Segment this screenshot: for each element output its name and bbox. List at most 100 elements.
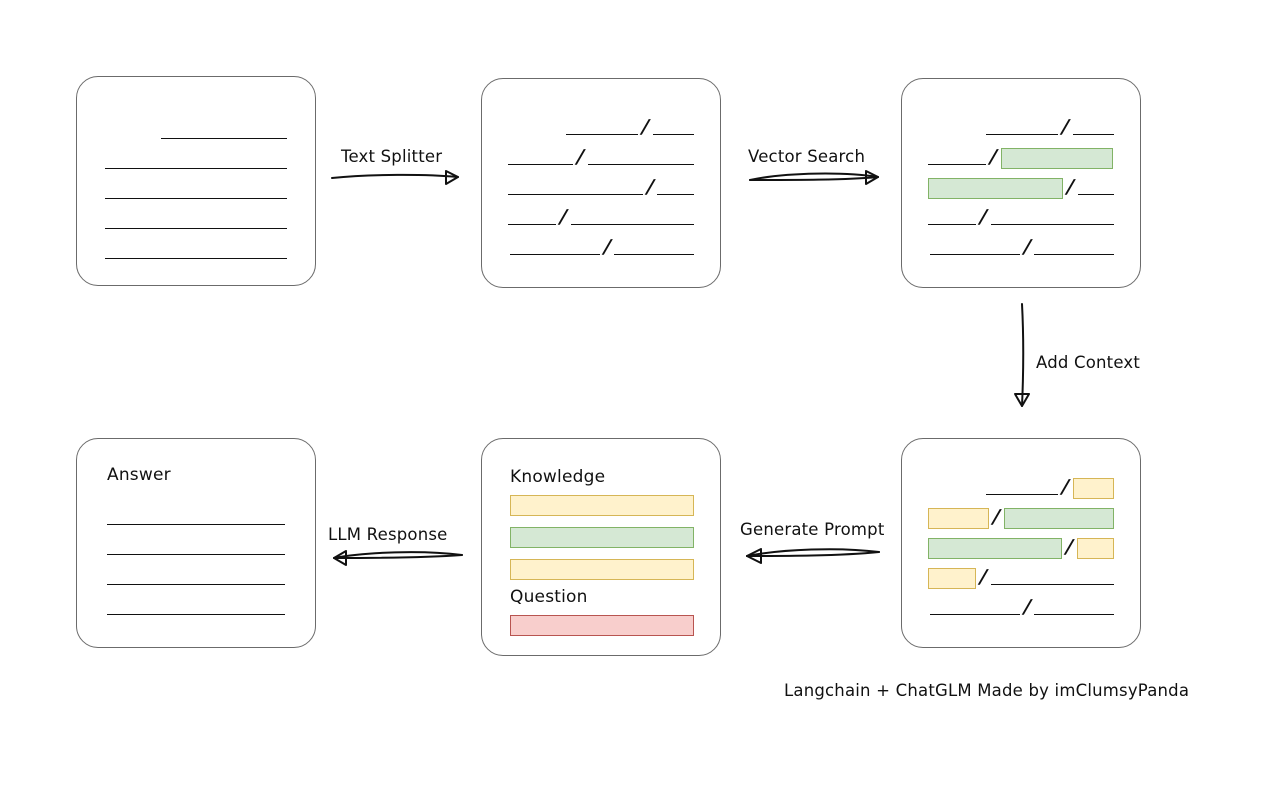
- text-line-row: [105, 115, 287, 145]
- text-line-row: /: [928, 561, 1114, 591]
- highlighted-chunk-green: [1000, 148, 1113, 169]
- text-line-row: [105, 145, 287, 175]
- arrow-llm-response: [333, 550, 463, 566]
- text-line-row: [105, 235, 287, 265]
- text-line-segment: [105, 168, 287, 169]
- text-line-segment: [566, 134, 639, 135]
- highlighted-chunk-yellow: [1073, 478, 1114, 499]
- footer-credit: Langchain + ChatGLM Made by imClumsyPand…: [784, 681, 1190, 700]
- text-line-row: /: [928, 591, 1114, 621]
- text-line-segment: [930, 254, 1020, 255]
- text-line-segment: [508, 194, 643, 195]
- text-line-segment: [991, 224, 1114, 225]
- text-line-segment: [653, 134, 694, 135]
- highlighted-chunk-yellow: [1077, 538, 1114, 559]
- knowledge-bar-yellow: [510, 495, 694, 516]
- knowledge-bar-green: [510, 527, 694, 548]
- text-line-segment: [105, 198, 287, 199]
- prompt-box: Knowledge Question: [481, 438, 721, 656]
- text-line-segment: [510, 254, 600, 255]
- text-line-row: /: [508, 171, 694, 201]
- text-line-row: [105, 175, 287, 205]
- edge-label-llm-response: LLM Response: [328, 525, 448, 544]
- source-document-box: [76, 76, 316, 286]
- matched-chunks-box: / / / / /: [901, 78, 1141, 288]
- text-line-row: /: [928, 201, 1114, 231]
- text-line-segment: [107, 614, 285, 615]
- text-line-segment: [588, 164, 694, 165]
- text-line-segment: [930, 614, 1020, 615]
- arrow-vector-search: [749, 170, 879, 185]
- context-chunks-box: / / / / /: [901, 438, 1141, 648]
- text-line-row: [107, 531, 285, 561]
- arrow-text-splitter: [331, 170, 459, 185]
- text-line-row: /: [928, 531, 1114, 561]
- chunk-separator-slash: /: [979, 566, 989, 588]
- chunk-separator-slash: /: [645, 176, 655, 198]
- knowledge-label: Knowledge: [510, 467, 606, 487]
- chunk-separator-slash: /: [576, 146, 585, 168]
- split-chunks-box: / / / / /: [481, 78, 721, 288]
- text-line-segment: [508, 164, 574, 165]
- answer-rows: [77, 501, 315, 621]
- chunk-separator-slash: /: [992, 506, 1001, 528]
- highlighted-chunk-green: [928, 178, 1063, 199]
- text-line-segment: [991, 584, 1114, 585]
- text-line-row: /: [928, 471, 1114, 501]
- text-line-row: /: [508, 141, 694, 171]
- chunk-separator-slash: /: [1022, 596, 1032, 618]
- matched-chunks-rows: / / / / /: [902, 111, 1140, 261]
- question-bars: [510, 615, 694, 647]
- text-line-segment: [107, 524, 285, 525]
- text-line-row: /: [928, 501, 1114, 531]
- text-line-segment: [107, 554, 285, 555]
- edge-label-text-splitter: Text Splitter: [341, 147, 443, 166]
- text-line-row: [107, 561, 285, 591]
- edge-label-vector-search: Vector Search: [748, 147, 866, 166]
- highlighted-chunk-green: [928, 538, 1063, 559]
- text-line-row: /: [928, 141, 1114, 171]
- question-label: Question: [510, 587, 588, 607]
- question-bar-red: [510, 615, 694, 636]
- source-document-rows: [77, 115, 315, 265]
- chunk-separator-slash: /: [602, 236, 612, 258]
- chunk-separator-slash: /: [641, 116, 651, 138]
- text-line-segment: [1077, 194, 1114, 195]
- text-line-segment: [1034, 254, 1114, 255]
- highlighted-chunk-yellow: [928, 568, 977, 589]
- text-line-segment: [105, 228, 287, 229]
- text-line-segment: [161, 138, 287, 139]
- knowledge-bar-yellow: [510, 559, 694, 580]
- text-line-segment: [614, 254, 694, 255]
- text-line-row: /: [928, 111, 1114, 141]
- arrow-generate-prompt: [746, 548, 880, 564]
- arrow-add-context: [1014, 303, 1030, 407]
- chunk-separator-slash: /: [1061, 116, 1071, 138]
- answer-label: Answer: [107, 465, 171, 485]
- text-line-segment: [986, 494, 1059, 495]
- text-line-row: /: [928, 231, 1114, 261]
- highlighted-chunk-green: [1003, 508, 1114, 529]
- text-line-row: /: [508, 111, 694, 141]
- chunk-separator-slash: /: [1065, 536, 1075, 558]
- knowledge-bars: [510, 495, 694, 591]
- chunk-separator-slash: /: [1061, 476, 1071, 498]
- text-line-row: /: [508, 201, 694, 231]
- chunk-separator-slash: /: [559, 206, 569, 228]
- chunk-separator-slash: /: [1022, 236, 1032, 258]
- context-chunks-rows: / / / / /: [902, 471, 1140, 621]
- chunk-separator-slash: /: [979, 206, 989, 228]
- text-line-segment: [508, 224, 557, 225]
- split-chunks-rows: / / / / /: [482, 111, 720, 261]
- chunk-separator-slash: /: [1065, 176, 1075, 198]
- edge-label-add-context: Add Context: [1036, 353, 1141, 372]
- highlighted-chunk-yellow: [928, 508, 989, 529]
- text-line-segment: [1073, 134, 1114, 135]
- edge-label-generate-prompt: Generate Prompt: [740, 520, 885, 539]
- text-line-segment: [1034, 614, 1114, 615]
- text-line-row: /: [508, 231, 694, 261]
- answer-box: Answer: [76, 438, 316, 648]
- text-line-segment: [928, 224, 977, 225]
- text-line-segment: [657, 194, 694, 195]
- text-line-row: [107, 501, 285, 531]
